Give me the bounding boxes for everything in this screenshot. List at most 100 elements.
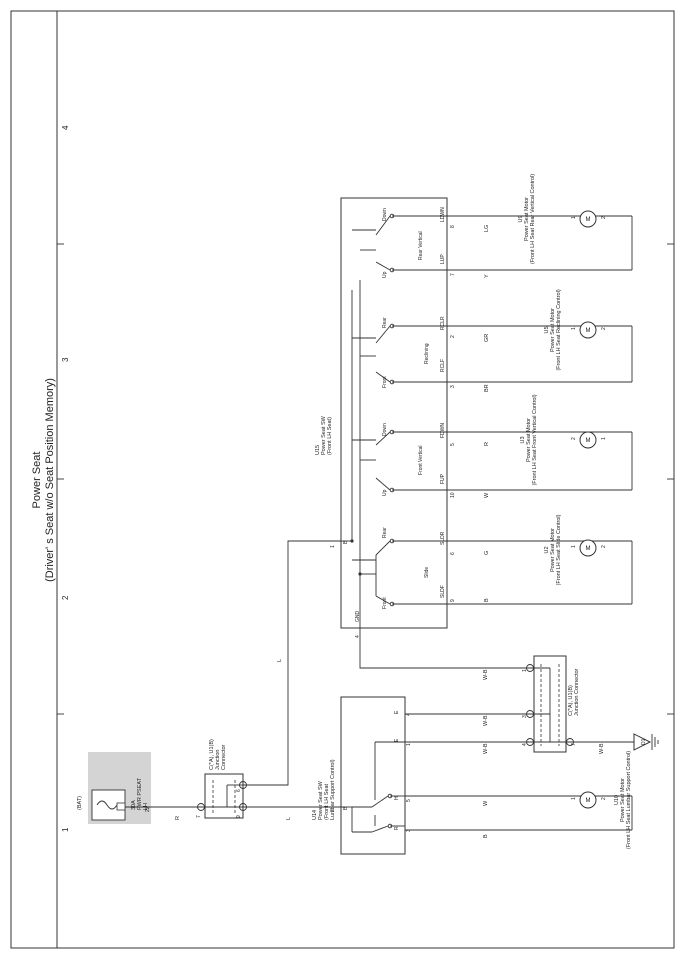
jc-bot-line2: Junction Connector: [574, 668, 580, 716]
slide-name: Slide: [424, 567, 430, 578]
motor-u10-pin-2: 2: [601, 797, 607, 800]
rvert-pin-2: 8: [450, 225, 456, 228]
motor-u3-pin-2: 2: [571, 437, 577, 440]
motor-u5-pin-1: 1: [571, 327, 577, 330]
u14-e1: E: [394, 710, 400, 714]
grid-number-4: 4: [61, 125, 70, 130]
grid-ruler: 1 2 3 4: [57, 125, 674, 832]
u15-line1: Power Seat SW: [321, 415, 327, 455]
rvert-name: Rear Vertical: [418, 231, 424, 260]
fvert-col-2: R: [484, 442, 490, 446]
lumbar-col-w: W: [483, 800, 489, 806]
motor-u9-pin-1: 1: [571, 216, 577, 219]
motor-u2-code: U2: [544, 546, 550, 553]
lumbar-col-b: B: [483, 834, 489, 838]
jc-top-code: C(*A), U1(B): [209, 739, 215, 770]
u15-b-label: B: [343, 540, 349, 544]
motor-u9-code: U9: [518, 215, 524, 222]
junction-connector-bottom: 1 3 4 7 C(*A), U1(B) Junction Connector: [522, 655, 580, 753]
jc-bot-pin-7: 7: [571, 743, 577, 746]
recl-sig-rclf: RCLF: [440, 359, 446, 372]
switch-group-rear-vertical: Down Up Rear Vertical LDWN LUP: [352, 207, 447, 278]
motor-u9-line1: Power Seat Motor: [524, 197, 530, 241]
diagram-title: Power Seat (Driver' s Seat w/o Seat Posi…: [31, 378, 56, 582]
motor-u10-line1: Power Seat Motor: [620, 778, 626, 822]
motor-u9-pin-2: 2: [601, 216, 607, 219]
slide-sig-sldf: SLDF: [440, 585, 446, 598]
u14-line2: (Front LH Seat: [324, 783, 330, 820]
jc-top-pin-7: 7: [196, 815, 202, 818]
slide-col-1: B: [484, 598, 490, 602]
motor-u3-line2: (Front LH Seat Front Vertical Control): [532, 394, 538, 485]
u14-line3: Lumbar Support Control): [330, 759, 336, 820]
ground-d1: D1: [633, 733, 659, 751]
fvert-pos-up: Up: [382, 489, 388, 496]
motor-u2-line1: Power Seat Motor: [550, 528, 556, 572]
jc-bot-pin-4: 4: [522, 743, 528, 746]
rvert-col-2: LG: [484, 225, 490, 232]
u14-pin-3: 3: [406, 829, 412, 832]
u14-line1: Power Seat SW: [318, 780, 324, 820]
motor-u5-glyph: M: [586, 328, 591, 334]
recl-col-1: BR: [484, 384, 490, 392]
switch-group-reclining: Rear Front Reclining RCLR RCLF: [352, 316, 447, 388]
u14-e2: E: [394, 738, 400, 742]
fuse-side: LH: [143, 803, 149, 810]
slide-pin-2: 6: [450, 552, 456, 555]
motor-wiring: 6 9 G B 5 10 R W 2 3 GR BR 8 7 LG Y: [447, 215, 633, 605]
wire-color-wb1: W-B: [483, 669, 489, 680]
motor-u3-pin-1: 1: [601, 437, 607, 440]
slide-sig-sldr: SLDR: [440, 531, 446, 545]
jc-top-pin-9: 9: [236, 815, 242, 818]
motor-u2: M 1 2 U2 Power Seat Motor (Front LH Seat…: [544, 514, 607, 585]
lumbar-pos-h: H: [394, 796, 400, 800]
motor-u2-line2: (Front LH Seat Slide Control): [556, 514, 562, 585]
motor-u5-code: U5: [544, 326, 550, 333]
ground-code: D1: [641, 738, 647, 745]
fuse-pwr-pseat: 30A PWR PSEAT LH (BAT) 22: [77, 752, 151, 824]
recl-pin-2: 2: [450, 335, 456, 338]
wire-color-wb3: W-B: [483, 743, 489, 754]
fuse-amps: 30A: [131, 800, 137, 810]
u14-b-label: B: [343, 806, 349, 810]
motor-u5-line1: Power Seat Motor: [550, 308, 556, 352]
fvert-sig-fdwn: FDWN: [440, 423, 446, 438]
motor-u3: M 2 1 U3 Power Seat Motor (Front LH Seat…: [520, 394, 607, 485]
jc-bot-code: C(*A), U1(B): [568, 685, 574, 716]
wire-color-wb4: W-B: [599, 743, 605, 754]
u14-code: U14: [312, 810, 318, 820]
motor-u10-code: U10: [614, 795, 620, 805]
fvert-pos-down: Down: [382, 423, 388, 436]
motor-u2-pin-2: 2: [601, 545, 607, 548]
grid-number-2: 2: [61, 595, 70, 600]
motor-u5: M 1 2 U5 Power Seat Motor (Front LH Seat…: [544, 289, 607, 370]
rvert-pin-1: 7: [450, 273, 456, 276]
jc-bot-pin-1: 1: [522, 669, 528, 672]
junction-connector-top: 7 9 6 C(*A), U1(B) Junction Connector: [196, 739, 247, 819]
motor-u10: M 1 2 U10 Power Seat Motor (Front LH Sea…: [571, 751, 632, 849]
u15-gnd-label: GND: [355, 611, 361, 623]
slide-pin-1: 9: [450, 599, 456, 602]
jc-bot-pin-3: 3: [522, 715, 528, 718]
wire-color-wb2: W-B: [483, 715, 489, 726]
u14-pin-4: 4: [406, 713, 412, 716]
motor-u5-pin-2: 2: [601, 327, 607, 330]
title-line-2: (Driver' s Seat w/o Seat Position Memory…: [44, 378, 56, 582]
page-frame: [10, 10, 675, 949]
fvert-name: Front Vertical: [418, 446, 424, 475]
u14-pin-b: 2: [330, 809, 336, 812]
slide-pos-front: Front: [382, 597, 388, 609]
recl-sig-rclr: RCLR: [440, 316, 446, 330]
motor-u3-code: U3: [520, 436, 526, 443]
fvert-pin-1: 10: [450, 492, 456, 498]
rvert-col-1: Y: [484, 274, 490, 278]
recl-pos-rear: Rear: [382, 317, 388, 328]
motor-u2-glyph: M: [586, 546, 591, 552]
fuse-name: PWR PSEAT: [137, 777, 143, 810]
motor-u3-glyph: M: [586, 438, 591, 444]
u14-pin-5: 5: [406, 799, 412, 802]
slide-pos-rear: Rear: [382, 527, 388, 538]
wire-color-r: R: [175, 816, 181, 820]
motor-u10-glyph: M: [586, 798, 591, 804]
